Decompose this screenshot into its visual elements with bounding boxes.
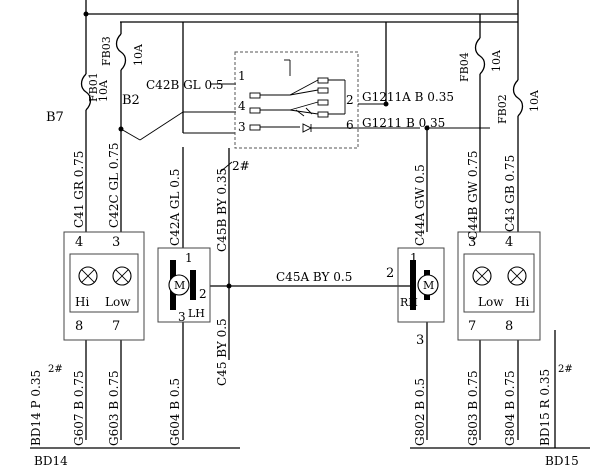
mirror-switch: 1 4 3 2 6 (234, 51, 359, 149)
wire-label-c45: C45 BY 0.5 (215, 318, 229, 386)
left-lamp-pin-7: 7 (112, 319, 120, 334)
fuse-fb04: FB04 10A (458, 37, 503, 82)
left-wires (30, 70, 410, 449)
wire-label-g607: G607 B 0.75 (72, 370, 86, 446)
left-motor-m: M (174, 279, 185, 292)
left-lamp-pin-8: 8 (75, 319, 83, 334)
fuse-fb02: FB02 10A (496, 79, 541, 124)
fuse-fb04-rating: 10A (490, 49, 503, 72)
switch-pin-6: 6 (346, 118, 354, 132)
connector-b2: B2 (122, 93, 140, 108)
fuse-fb03-rating: 10A (132, 43, 145, 66)
wire-label-g803: G803 B 0.75 (466, 370, 480, 446)
left-lamp-pin-4: 4 (75, 235, 83, 250)
right-lamp-low-label: Low (478, 295, 504, 309)
switch-pin-4: 4 (238, 99, 246, 113)
cut-label-bd14: BD14 (34, 454, 68, 467)
fuse-fb01: FB01 10A (80, 72, 110, 111)
right-lamp-pin-8: 8 (505, 319, 513, 334)
fuse-fb01-label: FB01 (87, 72, 100, 102)
right-motor-pin-1: 1 (410, 251, 418, 265)
left-motor-pin-3: 3 (178, 310, 186, 324)
switch-right-wires (358, 22, 590, 449)
fuse-fb02-rating: 10A (528, 89, 541, 112)
switch-pin-1: 1 (238, 69, 246, 83)
wire-label-g804: G804 B 0.75 (503, 370, 517, 446)
wire-label-c42b: C42B GL 0.5 (146, 78, 224, 92)
fuse-fb03-label: FB03 (100, 36, 113, 66)
top-bus (83, 0, 519, 134)
wire-label-bd15: BD15 R 0.35 (538, 369, 552, 446)
left-motor-side: LH (188, 307, 205, 320)
fuse-fb03: FB03 10A (100, 33, 145, 71)
left-mirror-motor: M 1 2 3 LH (157, 247, 211, 324)
wire-label-g604: G604 B 0.5 (168, 378, 182, 446)
wire-label-c44a: C44A GW 0.5 (413, 164, 427, 246)
wire-label-c41: C41 GR 0.75 (72, 151, 86, 228)
right-motor-side: RH (400, 296, 418, 309)
left-lamp-assembly: 4 3 Hi Low 8 7 (63, 231, 145, 341)
left-lamp-pin-3: 3 (112, 235, 120, 250)
left-lamp-low-label: Low (105, 295, 131, 309)
right-lamp-pin-7: 7 (468, 319, 476, 334)
right-motor-pin-2: 2 (386, 266, 394, 281)
wire-label-c42c: C42C GL 0.75 (107, 142, 121, 228)
left-lamp-hi-label: Hi (75, 295, 89, 309)
cut-label-bd15: BD15 (545, 454, 579, 467)
switch-pin-2: 2 (346, 93, 354, 107)
right-lamp-assembly: 3 4 Low Hi 7 8 (457, 231, 541, 341)
left-motor-pin-2: 2 (199, 287, 207, 301)
left-motor-pin-1: 1 (185, 251, 193, 265)
wire-label-c44b: C44B GW 0.75 (466, 150, 480, 240)
right-motor-pin-3: 3 (416, 333, 424, 348)
fuse-fb02-label: FB02 (496, 94, 509, 124)
wire-label-c43: C43 GB 0.75 (503, 155, 517, 232)
wire-label-g1211b: G1211 B 0.35 (362, 116, 445, 130)
wire-label-bd14: BD14 P 0.35 (29, 370, 43, 446)
fuse-fb04-label: FB04 (458, 52, 471, 82)
wire-label-c45a: C45A BY 0.5 (276, 270, 352, 284)
wire-label-g802: G802 B 0.5 (413, 378, 427, 446)
wire-label-g603: G603 B 0.75 (107, 370, 121, 446)
fuse-fb01-rating: 10A (97, 79, 110, 102)
right-motor-m: M (423, 279, 434, 292)
wire-label-c42a: C42A GL 0.5 (168, 169, 182, 246)
splice-2-bottom-right: 2# (558, 364, 573, 375)
right-lamp-hi-label: Hi (515, 295, 529, 309)
right-mirror-motor: M 1 2 RH 3 (386, 247, 445, 348)
switch-pin-3: 3 (238, 120, 246, 134)
connector-b7: B7 (46, 110, 64, 125)
wire-label-c45b: C45B BY 0.35 (215, 168, 229, 252)
wire-label-g1211a: G1211A B 0.35 (362, 90, 454, 104)
right-lamp-pin-3: 3 (468, 235, 476, 250)
splice-2-bottom-left: 2# (48, 364, 63, 375)
splice-2-left: 2# (232, 159, 250, 173)
right-lamp-pin-4: 4 (505, 235, 513, 250)
